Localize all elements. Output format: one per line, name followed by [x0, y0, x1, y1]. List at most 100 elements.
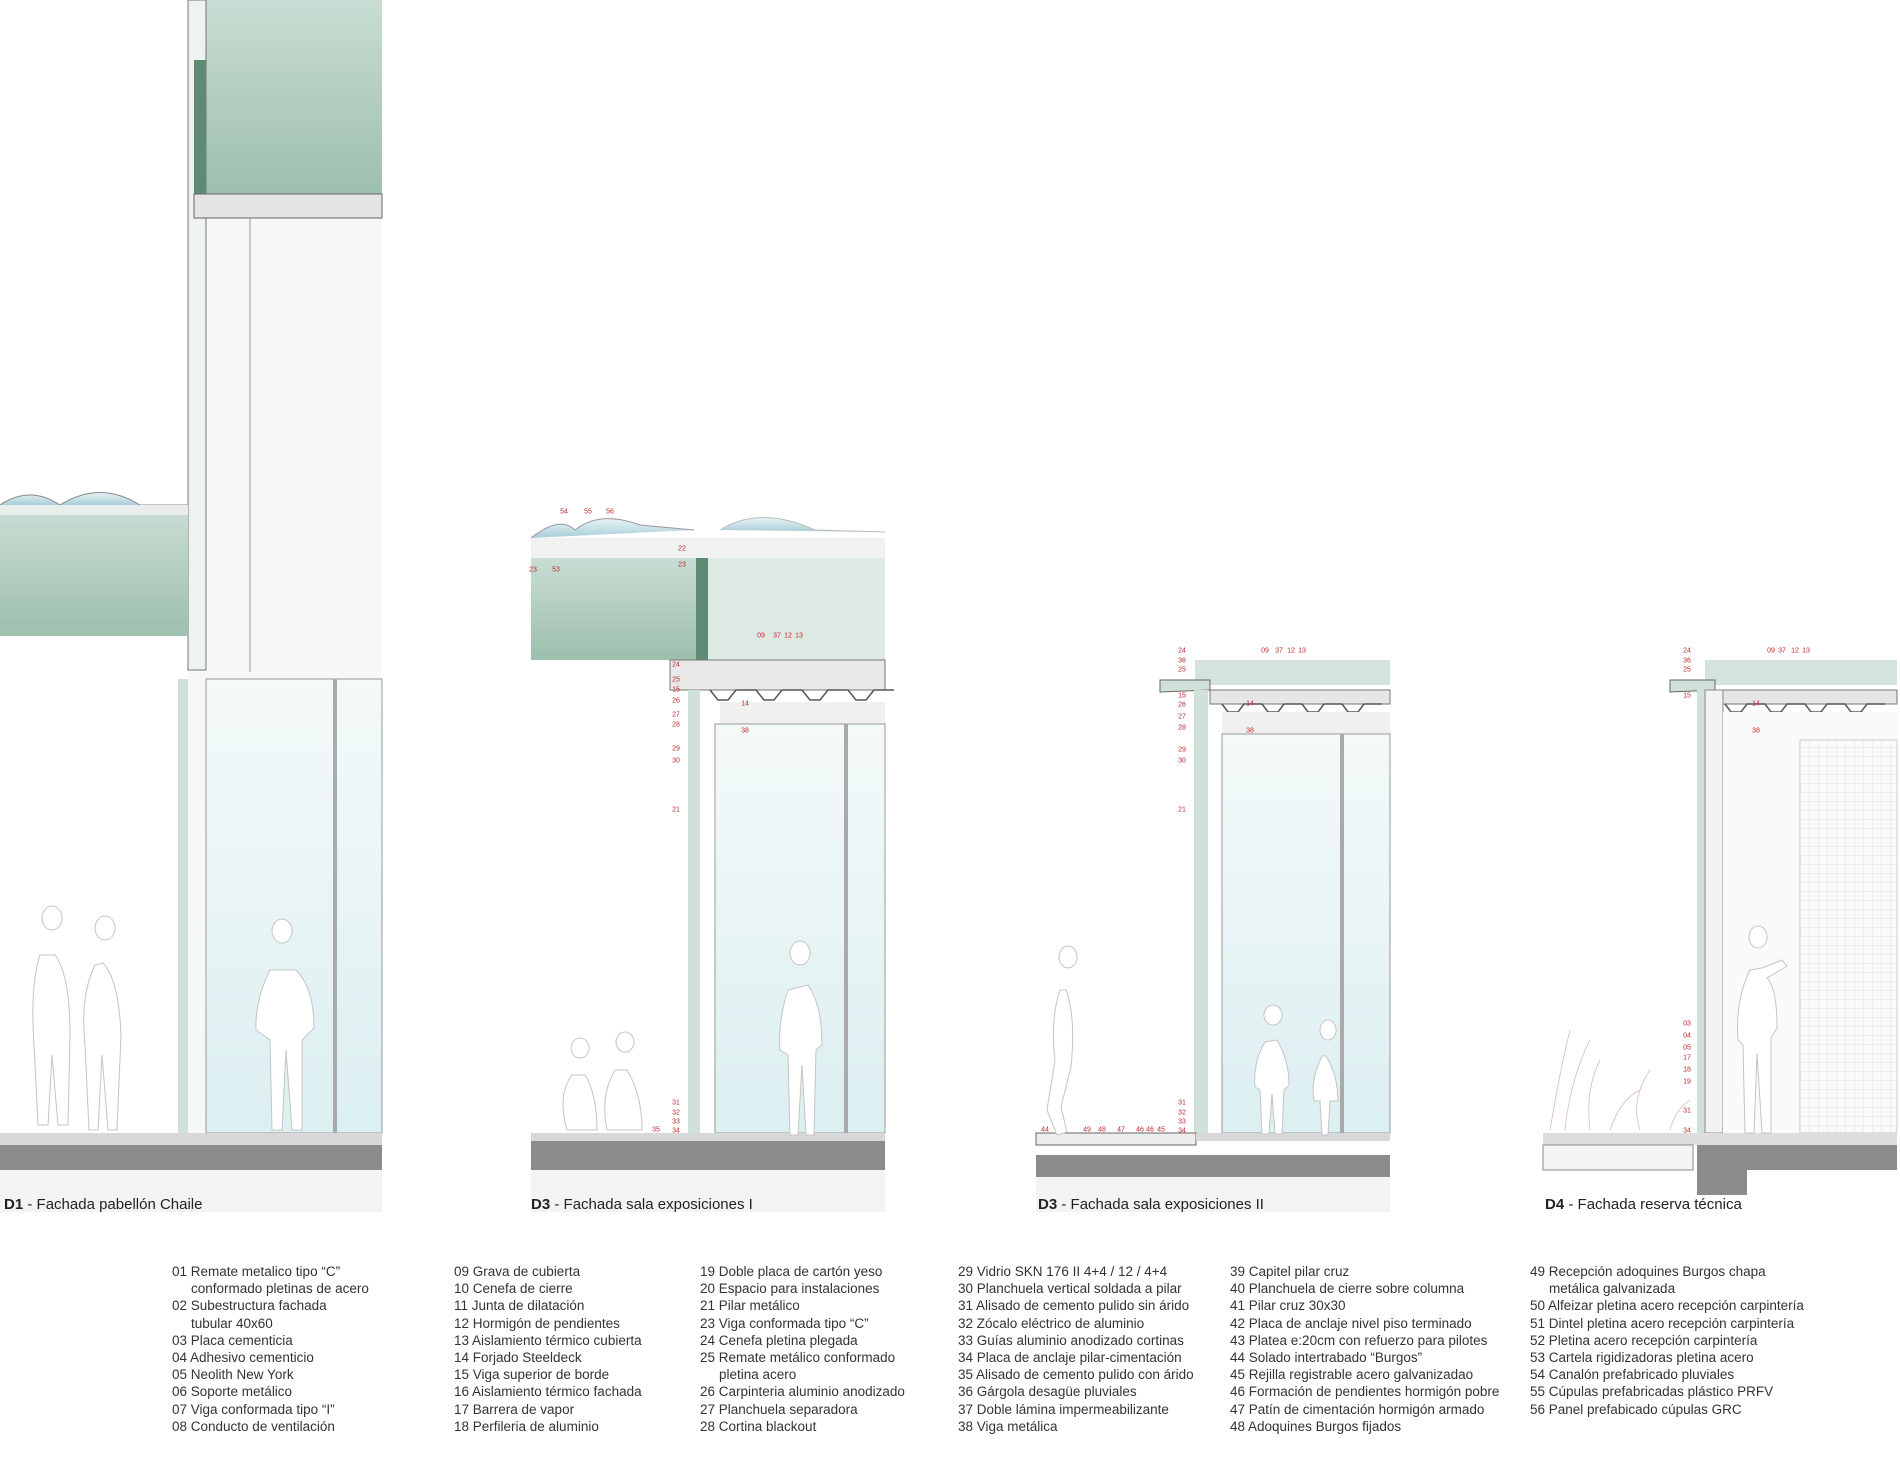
section-title-text: Fachada reserva técnica	[1577, 1196, 1742, 1213]
callout-number: 28	[1178, 724, 1186, 732]
callout-number: 22	[678, 545, 686, 553]
legend-item: 06 Soporte metálico	[172, 1384, 293, 1400]
callout-number: 34	[672, 1127, 680, 1135]
legend-item: 48 Adoquines Burgos fijados	[1230, 1418, 1402, 1434]
callout-number: 13	[795, 632, 803, 640]
callout-number: 49	[1083, 1126, 1091, 1134]
callout-number: 38	[1752, 727, 1760, 735]
legend-column: 29 Vidrio SKN 176 II 4+4 / 12 / 4+4 30 Pl…	[958, 1263, 1194, 1435]
callout-number: 24	[672, 661, 680, 669]
callout-number: 34	[1178, 1127, 1186, 1135]
section-title-text: Fachada sala exposiciones I	[563, 1196, 753, 1213]
callout-number: 31	[1178, 1099, 1186, 1107]
callout-number: 37	[1275, 647, 1283, 655]
d1-skylight-volume	[0, 510, 188, 636]
legend-item-continuation: metálica galvanizada	[1549, 1281, 1676, 1297]
legend-item: 53 Cartela rigidizadoras pletina acero	[1530, 1350, 1754, 1366]
callout-number: 36	[1683, 657, 1691, 665]
legend-item: 24 Cenefa pletina plegada	[700, 1332, 858, 1348]
legend-item: 40 Planchuela de cierre sobre columna	[1230, 1281, 1465, 1297]
legend-item: 35 Alisado de cemento pulido con árido	[958, 1367, 1194, 1383]
legend-item: 42 Placa de anclaje nivel piso terminado	[1230, 1315, 1472, 1331]
callout-number: 47	[1117, 1126, 1125, 1134]
section-d3-ii	[1035, 660, 1391, 1212]
callout-number: 27	[1178, 713, 1186, 721]
legend-item: 36 Gárgola desagüe pluviales	[958, 1384, 1137, 1400]
callout-number: 25	[672, 676, 680, 684]
legend-item: 03 Placa cementicia	[172, 1332, 293, 1348]
legend-item: 55 Cúpulas prefabricadas plástico PRFV	[1530, 1384, 1774, 1400]
callout-number: 15	[1178, 692, 1186, 700]
legend-item-continuation: pletina acero	[719, 1367, 797, 1383]
legend-item: 34 Placa de anclaje pilar-cimentación	[958, 1350, 1182, 1366]
section-d4	[1542, 660, 1898, 1195]
callout-number: 32	[1178, 1109, 1186, 1117]
callout-number: 09	[757, 632, 765, 640]
legend-item: 37 Doble lámina impermeabilizante	[958, 1401, 1169, 1417]
callout-number: 37	[773, 632, 781, 640]
legend-item: 38 Viga metálica	[958, 1418, 1058, 1434]
legend-item: 18 Perfileria de aluminio	[454, 1418, 599, 1434]
legend-item: 32 Zócalo eléctrico de aluminio	[958, 1315, 1145, 1331]
callout-number: 14	[741, 700, 749, 708]
callout-number: 12	[1791, 647, 1799, 655]
legend-item: 09 Grava de cubierta	[454, 1264, 581, 1279]
callout-number: 53	[552, 566, 560, 574]
human-figures	[32, 905, 1788, 1136]
callout-number: 46	[1136, 1126, 1144, 1134]
callout-number: 32	[672, 1109, 680, 1117]
callout-number: 36	[1178, 657, 1186, 665]
callout-number: 31	[672, 1099, 680, 1107]
legend-item: 56 Panel prefabicado cúpulas GRC	[1530, 1401, 1742, 1417]
callout-number: 18	[1683, 1066, 1691, 1074]
callout-number: 38	[741, 727, 749, 735]
section-title-d1: D1 - Fachada pabellón Chaile	[4, 1196, 202, 1213]
legend-item: 39 Capitel pilar cruz	[1230, 1264, 1350, 1279]
legend-item: 30 Planchuela vertical soldada a pilar	[958, 1281, 1182, 1297]
callout-number: 26	[1178, 701, 1186, 709]
callout-number: 38	[1246, 727, 1254, 735]
section-title-text: Fachada pabellón Chaile	[36, 1196, 203, 1213]
legend-item: 29 Vidrio SKN 176 II 4+4 / 12 / 4+4	[958, 1264, 1168, 1279]
d4-vegetation	[1549, 1029, 1691, 1131]
callout-number: 30	[672, 757, 680, 765]
legend-item: 01 Remate metalico tipo “C”	[172, 1264, 341, 1279]
callout-number: 23	[678, 561, 686, 569]
section-title-d3-i: D3 - Fachada sala exposiciones I	[531, 1196, 753, 1213]
legend-item: 50 Alfeizar pletina acero recepción carp…	[1530, 1298, 1804, 1314]
legend-item: 25 Remate metálico conformado	[700, 1350, 896, 1366]
callout-number: 23	[529, 566, 537, 574]
callout-number: 37	[1778, 647, 1786, 655]
callout-number: 24	[1683, 647, 1691, 655]
legend-item-continuation: conformado pletinas de acero	[191, 1281, 369, 1297]
callout-number: 24	[1178, 647, 1186, 655]
legend-item: 23 Viga conformada tipo “C”	[700, 1315, 869, 1331]
legend-item: 41 Pilar cruz 30x30	[1230, 1298, 1346, 1314]
callout-number: 14	[1752, 700, 1760, 708]
section-code: D3	[531, 1196, 551, 1213]
legend-item: 51 Dintel pletina acero recepción carpin…	[1530, 1315, 1795, 1331]
legend-item: 26 Carpinteria aluminio anodizado	[700, 1384, 905, 1400]
callout-number: 13	[1298, 647, 1306, 655]
legend-item: 52 Pletina acero recepción carpintería	[1530, 1332, 1758, 1348]
legend-item: 27 Planchuela separadora	[700, 1401, 858, 1417]
callout-number: 25	[1683, 666, 1691, 674]
callout-number: 56	[606, 508, 614, 516]
legend-column: 39 Capitel pilar cruz 40 Planchuela de ci…	[1230, 1263, 1499, 1435]
callout-number: 28	[672, 721, 680, 729]
separator: -	[1564, 1196, 1578, 1213]
callout-number: 44	[1041, 1126, 1049, 1134]
legend-item: 15 Viga superior de borde	[454, 1367, 610, 1383]
section-title-d4: D4 - Fachada reserva técnica	[1545, 1196, 1742, 1213]
callout-number: 35	[652, 1126, 660, 1134]
legend-item: 14 Forjado Steeldeck	[454, 1350, 582, 1366]
legend-item: 46 Formación de pendientes hormigón pobr…	[1230, 1384, 1500, 1400]
legend-item: 33 Guías aluminio anodizado cortinas	[958, 1332, 1184, 1348]
callout-number: 25	[1178, 666, 1186, 674]
legend-item: 04 Adhesivo cementicio	[172, 1350, 314, 1366]
legend-item: 16 Aislamiento térmico fachada	[454, 1384, 642, 1400]
d4-storage-shelving	[1799, 739, 1898, 1134]
separator: -	[23, 1196, 37, 1213]
